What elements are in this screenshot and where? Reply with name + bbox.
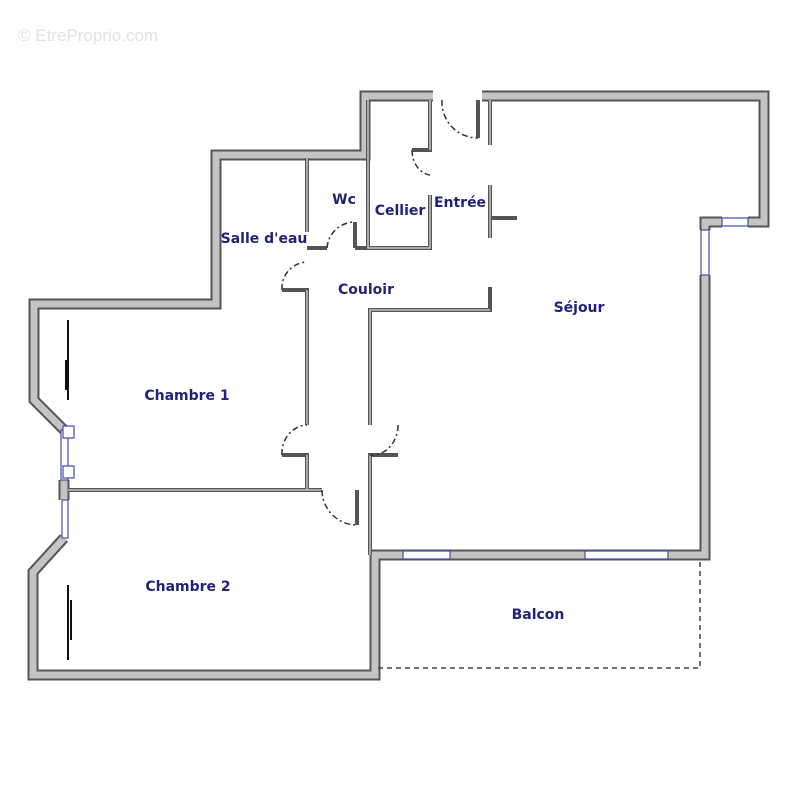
room-label-wc: Wc (332, 192, 356, 208)
window (402, 550, 451, 560)
window (584, 550, 669, 560)
watermark: © EtreProprio.com (18, 26, 158, 45)
room-label-chambre-1: Chambre 1 (144, 388, 229, 404)
doors (281, 99, 479, 526)
room-label-chambre-2: Chambre 2 (145, 579, 230, 595)
window (721, 217, 749, 227)
chambre-1-door (281, 424, 308, 456)
window (61, 499, 69, 539)
outer-walls (27, 90, 770, 681)
entrance-door (441, 99, 479, 139)
salle-d-eau-door (281, 261, 308, 291)
room-label-cellier: Cellier (375, 203, 426, 219)
room-label-sejour: Séjour (554, 300, 605, 316)
room-label-couloir: Couloir (338, 282, 394, 298)
room-label-entree: Entrée (434, 195, 486, 211)
window (700, 229, 710, 276)
window (62, 465, 75, 479)
sejour-door (369, 424, 399, 456)
window (62, 425, 75, 439)
interior-walls (68, 100, 517, 555)
windows (60, 217, 749, 660)
room-label-balcon: Balcon (512, 607, 565, 623)
chambre-2-door (321, 489, 358, 526)
room-label-salle-d-eau: Salle d'eau (221, 231, 308, 247)
cellier-door (411, 149, 431, 176)
room-labels: Salle d'eau Wc Cellier Entrée Couloir Sé… (144, 192, 604, 623)
wc-door (326, 221, 356, 249)
